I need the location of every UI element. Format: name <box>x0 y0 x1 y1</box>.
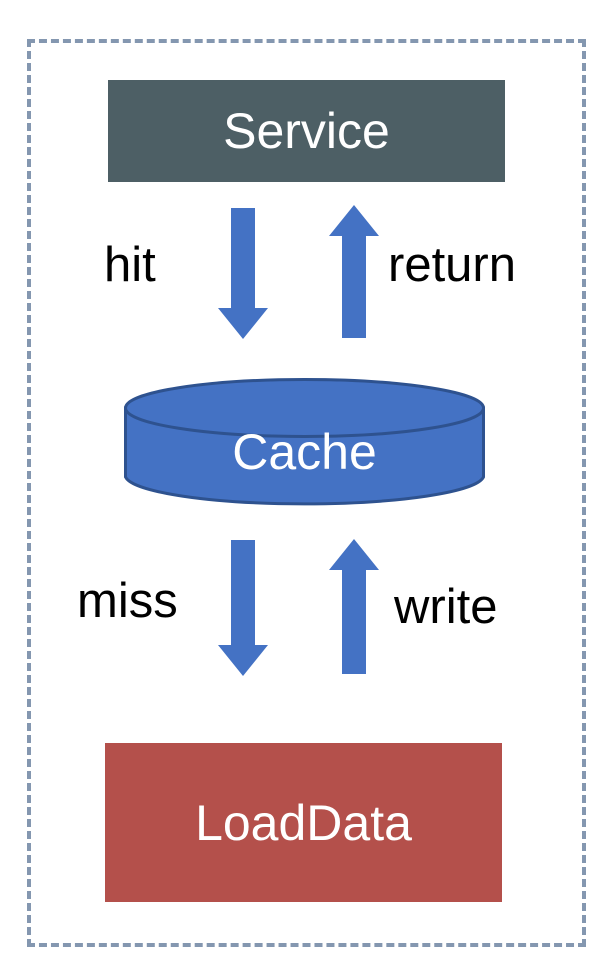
node-loaddata[interactable]: LoadData <box>105 743 502 902</box>
arrow-return-up-icon[interactable] <box>326 204 382 339</box>
arrow-write-shape <box>329 539 379 674</box>
edge-label-hit: hit <box>104 238 156 292</box>
cylinder-top <box>124 378 485 438</box>
edge-label-write: write <box>394 580 498 634</box>
edge-label-return: return <box>388 238 517 292</box>
node-cache[interactable]: Cache <box>124 378 485 507</box>
node-loaddata-label: LoadData <box>195 794 412 851</box>
node-cache-label: Cache <box>232 423 377 480</box>
arrow-hit-shape <box>218 208 268 339</box>
cylinder-icon <box>124 378 485 506</box>
arrow-miss-down-icon[interactable] <box>215 540 271 677</box>
arrow-return-shape <box>329 205 379 338</box>
arrow-hit-down-icon[interactable] <box>215 208 271 340</box>
diagram-boundary-frame <box>27 39 586 947</box>
node-service-label: Service <box>223 103 390 159</box>
arrow-miss-shape <box>218 540 268 676</box>
node-service[interactable]: Service <box>108 80 505 182</box>
arrow-write-up-icon[interactable] <box>326 538 382 675</box>
edge-label-miss: miss <box>77 574 178 628</box>
